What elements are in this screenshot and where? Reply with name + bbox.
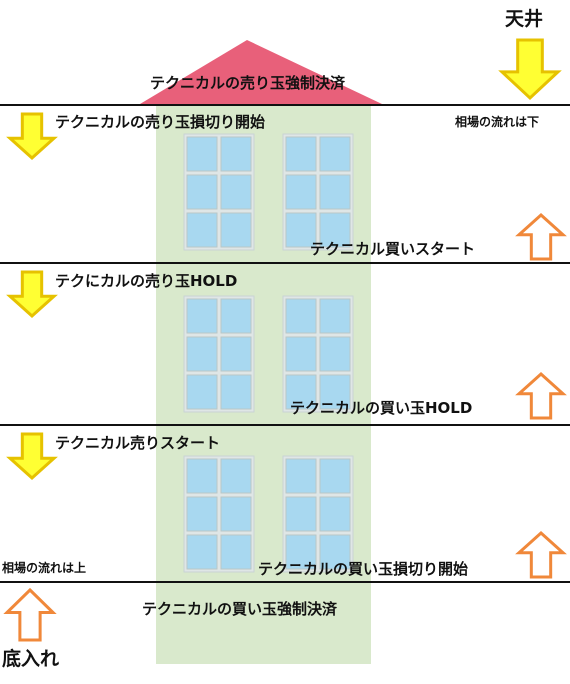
buy-stop-loss-start-label: テクニカルの買い玉損切り開始: [258, 560, 469, 578]
sell-forced-close-label: テクニカルの売り玉強制決済: [150, 74, 346, 92]
window-pane: [186, 212, 218, 248]
window-pane: [319, 374, 351, 410]
window-pane: [285, 458, 317, 494]
window-pane: [319, 458, 351, 494]
buy-start-label: テクニカル買いスタート: [310, 240, 476, 258]
window-pane: [220, 374, 252, 410]
window-pane: [319, 534, 351, 570]
window-pane: [220, 174, 252, 210]
up-arrow-icon: [515, 371, 567, 420]
window-pane: [220, 298, 252, 334]
window-pane: [186, 174, 218, 210]
window-pane: [220, 136, 252, 172]
window-pane: [285, 174, 317, 210]
up-arrow-icon: [3, 587, 57, 642]
window-pane: [186, 136, 218, 172]
level-lines: [0, 104, 570, 583]
window-pane: [186, 458, 218, 494]
window-pane: [186, 298, 218, 334]
window-pane: [319, 212, 351, 248]
up-arrow-icon: [515, 530, 567, 579]
down-arrow-icon: [6, 270, 58, 319]
window-pane: [186, 374, 218, 410]
building-illustration: [140, 40, 382, 664]
window-pane: [285, 212, 317, 248]
window-pane: [285, 298, 317, 334]
trend-down-label: 相場の流れは下: [455, 115, 540, 129]
window-pane: [220, 534, 252, 570]
buy-hold-label: テクニカルの買い玉HOLD: [290, 399, 473, 417]
window-pane: [285, 534, 317, 570]
building-windows: [183, 133, 354, 573]
down-arrow-icon: [6, 432, 58, 481]
up-arrow-icon: [515, 212, 567, 261]
window-pane: [319, 136, 351, 172]
window-pane: [220, 212, 252, 248]
window-pane: [319, 496, 351, 532]
window-pane: [186, 534, 218, 570]
window-pane: [319, 336, 351, 372]
sell-hold-label: テクにカルの売り玉HOLD: [55, 272, 238, 290]
down-arrow-icon: [6, 112, 58, 161]
window-pane: [220, 336, 252, 372]
sell-stop-loss-start-label: テクニカルの売り玉損切り開始: [55, 113, 266, 131]
sell-start-label: テクニカル売りスタート: [55, 434, 221, 452]
building-roof: [140, 40, 382, 104]
down-arrow-icon: [498, 38, 562, 101]
window-pane: [285, 496, 317, 532]
window-pane: [220, 458, 252, 494]
window-pane: [186, 336, 218, 372]
bottom-label: 底入れ: [2, 648, 60, 670]
window-pane: [285, 336, 317, 372]
window-pane: [220, 496, 252, 532]
trend-up-label: 相場の流れは上: [2, 561, 87, 575]
arrows: [3, 38, 567, 642]
window-pane: [186, 496, 218, 532]
window-pane: [285, 136, 317, 172]
window-pane: [285, 374, 317, 410]
window-pane: [319, 174, 351, 210]
buy-forced-close-label: テクニカルの買い玉強制決済: [142, 600, 338, 618]
ceiling-label: 天井: [505, 8, 544, 30]
window-pane: [319, 298, 351, 334]
